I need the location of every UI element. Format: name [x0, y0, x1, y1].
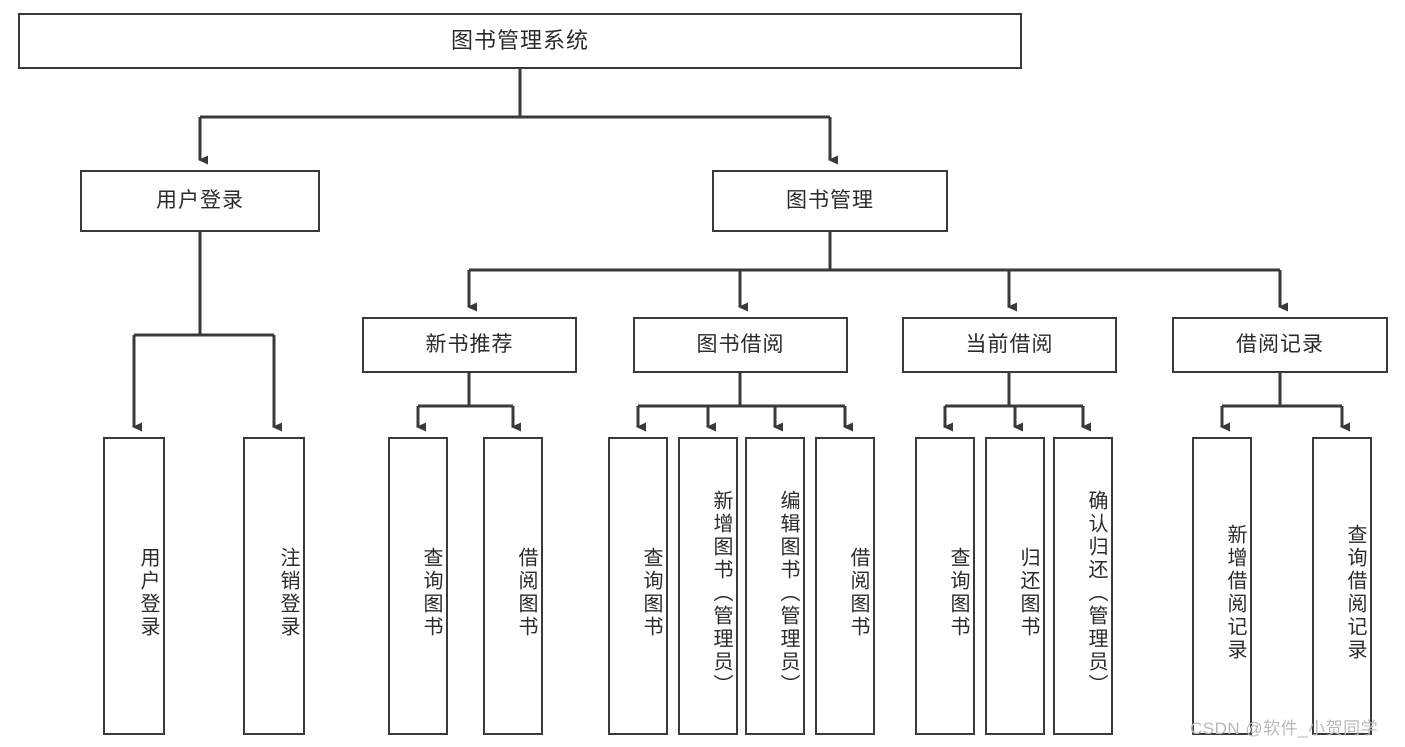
- node-user-login[interactable]: 用户登录: [80, 170, 320, 232]
- leaf-label: 用户登录: [137, 547, 159, 639]
- leaf-record-query[interactable]: 查询借阅记录: [1312, 437, 1372, 735]
- leaf-label: 查询借阅记录: [1344, 524, 1366, 662]
- leaf-label: 新增借阅记录: [1224, 524, 1246, 662]
- leaf-label: 新增图书（管理员）: [710, 489, 732, 697]
- leaf-borrow-add-book-admin[interactable]: 新增图书（管理员）: [678, 437, 738, 735]
- leaf-label: 确认归还（管理员）: [1085, 489, 1107, 697]
- leaf-current-confirm-return-admin[interactable]: 确认归还（管理员）: [1053, 437, 1113, 735]
- leaf-label: 查询图书: [947, 547, 969, 639]
- leaf-user-login-logout[interactable]: 注销登录: [243, 437, 305, 735]
- leaf-borrow-edit-book-admin[interactable]: 编辑图书（管理员）: [745, 437, 805, 735]
- node-book-management[interactable]: 图书管理: [712, 170, 948, 232]
- node-root-system[interactable]: 图书管理系统: [18, 13, 1022, 69]
- leaf-borrow-borrow-book[interactable]: 借阅图书: [815, 437, 875, 735]
- leaf-user-login-login[interactable]: 用户登录: [103, 437, 165, 735]
- leaf-label: 编辑图书（管理员）: [777, 489, 799, 697]
- leaf-label: 注销登录: [277, 547, 299, 639]
- node-borrow-record[interactable]: 借阅记录: [1172, 317, 1388, 373]
- leaf-label: 查询图书: [420, 547, 442, 639]
- node-new-book-recommend[interactable]: 新书推荐: [362, 317, 577, 373]
- leaf-label: 借阅图书: [515, 547, 537, 639]
- leaf-label: 借阅图书: [847, 547, 869, 639]
- leaf-label: 归还图书: [1017, 547, 1039, 639]
- node-book-borrow[interactable]: 图书借阅: [633, 317, 848, 373]
- leaf-borrow-query-book[interactable]: 查询图书: [608, 437, 668, 735]
- leaf-record-add[interactable]: 新增借阅记录: [1192, 437, 1252, 735]
- leaf-new-book-borrow[interactable]: 借阅图书: [483, 437, 543, 735]
- leaf-new-book-query[interactable]: 查询图书: [388, 437, 448, 735]
- leaf-current-return-book[interactable]: 归还图书: [985, 437, 1045, 735]
- leaf-label: 查询图书: [640, 547, 662, 639]
- node-current-borrow[interactable]: 当前借阅: [902, 317, 1117, 373]
- leaf-current-query-book[interactable]: 查询图书: [915, 437, 975, 735]
- watermark: CSDN @软件_小贺同学: [1190, 719, 1379, 738]
